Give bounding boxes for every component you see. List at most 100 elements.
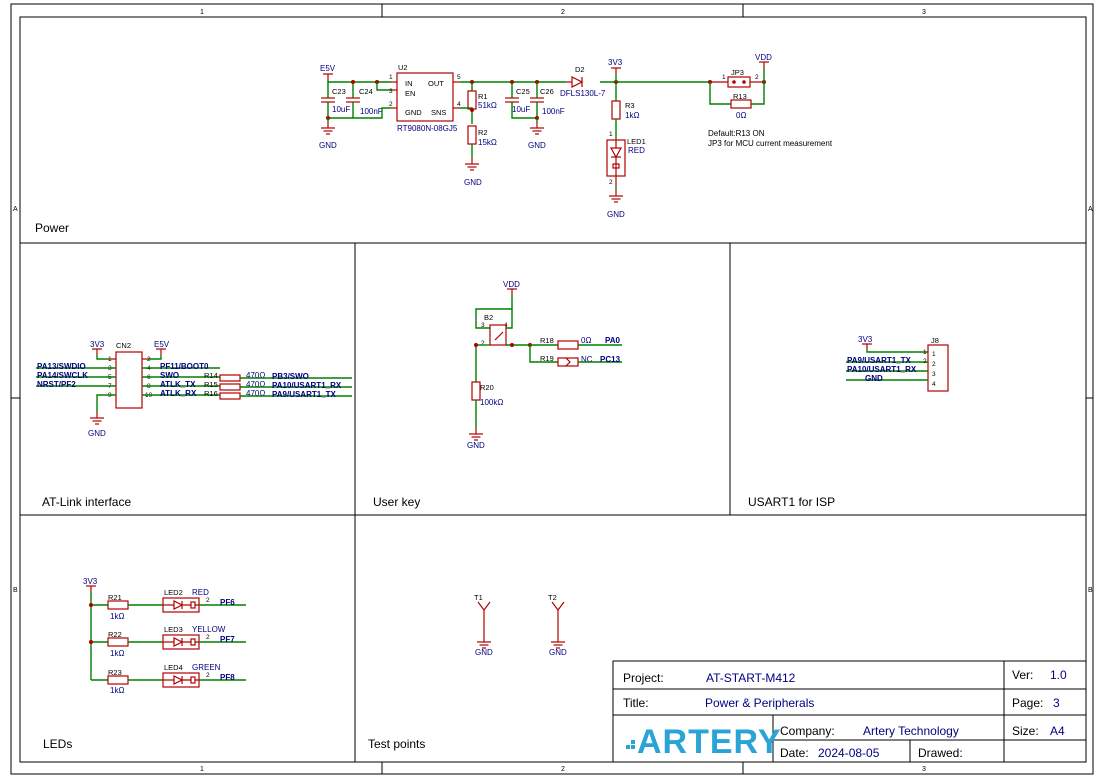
- c26-ref: C26: [540, 87, 554, 96]
- led3-ref: LED3: [164, 625, 183, 634]
- gnd-label-2: GND: [464, 178, 482, 187]
- svg-text:2: 2: [389, 101, 393, 108]
- col-label-2: 2: [561, 9, 565, 16]
- r14-ref: R14: [204, 371, 218, 380]
- r13-value: 0Ω: [736, 111, 746, 120]
- gnd-label-t1: GND: [475, 648, 493, 657]
- svg-text:2: 2: [206, 634, 210, 641]
- tb-date-label: Date:: [780, 746, 809, 760]
- atlink-net-atlk-tx: ATLK_TX: [160, 380, 196, 389]
- r22-value: 1kΩ: [110, 649, 124, 658]
- leds-net-pf8: PF8: [220, 673, 235, 682]
- led4-color: GREEN: [192, 663, 221, 672]
- r18-value: 0Ω: [581, 336, 591, 345]
- userkey-net-pc13: PC13: [600, 355, 621, 364]
- tb-project-label: Project:: [623, 671, 664, 685]
- leds-net-pf7: PF7: [220, 635, 235, 644]
- gnd-label-3: GND: [528, 141, 546, 150]
- r21-ref: R21: [108, 593, 122, 602]
- userkey-net-pa0: PA0: [605, 336, 621, 345]
- testpoints-circuit: T1 GND T2 GND: [474, 593, 567, 657]
- r1-value: 51kΩ: [478, 101, 497, 110]
- title-block: Project: AT-START-M412 Ver: 1.0 Title: P…: [612, 660, 1087, 763]
- section-dividers: [20, 242, 1086, 762]
- leds-circuit: 3V3 R21 1kΩ LED2 RED 2 PF6 R22 1kΩ LED3 …: [83, 577, 246, 695]
- gnd-label-atlink: GND: [88, 429, 106, 438]
- tb-title-value: Power & Peripherals: [705, 696, 814, 710]
- r1-ref: R1: [478, 92, 488, 101]
- d2-ref: D2: [575, 65, 585, 74]
- r23-ref: R23: [108, 668, 122, 677]
- led1-color: RED: [628, 146, 645, 155]
- usart-net-tx: PA9/USART1_TX: [847, 356, 912, 365]
- r13-ref: R13: [733, 92, 747, 101]
- r3-value: 1kΩ: [625, 111, 639, 120]
- r20-ref: R20: [480, 383, 494, 392]
- svg-text:1: 1: [389, 74, 393, 81]
- t1-ref: T1: [474, 593, 483, 602]
- atlink-net-swo: SWO: [160, 371, 179, 380]
- svg-text:4: 4: [932, 381, 936, 388]
- svg-text:3: 3: [389, 88, 393, 95]
- led3-color: YELLOW: [192, 625, 226, 634]
- j8-ref: J8: [931, 336, 939, 345]
- tb-drawed-label: Drawed:: [918, 746, 963, 760]
- leds-net-pf6: PF6: [220, 598, 235, 607]
- col-label-3-bottom: 3: [922, 766, 926, 773]
- usart-net-gnd: GND: [865, 374, 883, 383]
- row-label-a-right: A: [1088, 206, 1093, 213]
- led1-ref: LED1: [627, 137, 646, 146]
- svg-text:5: 5: [457, 74, 461, 81]
- u2-pin-out: OUT: [428, 79, 444, 88]
- tb-title-label: Title:: [623, 696, 649, 710]
- r18-ref: R18: [540, 336, 554, 345]
- r15-ref: R15: [204, 380, 218, 389]
- usart-circuit: 3V3 J8 1 2 1 2 3 4 PA9/USART1_TX PA10/US…: [846, 335, 949, 392]
- col-label-1-bottom: 1: [200, 766, 204, 773]
- vdd-label-userkey: VDD: [503, 280, 520, 289]
- led2-ref: LED2: [164, 588, 183, 597]
- atlink-out-pb3: PB3/SWO: [272, 372, 309, 381]
- tb-ver-label: Ver:: [1012, 668, 1033, 682]
- power-note-1: Default:R13 ON: [708, 129, 765, 138]
- r20-value: 100kΩ: [480, 398, 503, 407]
- power-circuit: E5V C23 10uF C24 100nF GND U2 RT9080N-08…: [319, 53, 833, 219]
- r14-value: 470Ω: [246, 371, 265, 380]
- artery-logo: ARTERY: [626, 723, 781, 761]
- svg-text:2: 2: [206, 672, 210, 679]
- svg-text:1: 1: [722, 74, 726, 81]
- c25-value: 10uF: [512, 105, 530, 114]
- gnd-label-t2: GND: [549, 648, 567, 657]
- section-title-userkey: User key: [373, 495, 420, 509]
- svg-text:2: 2: [755, 74, 759, 81]
- r16-ref: R16: [204, 389, 218, 398]
- u2-pin-sns: SNS: [431, 108, 446, 117]
- c25-ref: C25: [516, 87, 530, 96]
- atlink-net-swclk: PA14/SWCLK: [37, 371, 88, 380]
- led2-color: RED: [192, 588, 209, 597]
- sheet-frame: [10, 3, 1094, 775]
- svg-text:2: 2: [206, 597, 210, 604]
- r15-value: 470Ω: [246, 380, 265, 389]
- section-title-power: Power: [35, 221, 69, 235]
- col-label-1: 1: [200, 9, 204, 16]
- v3v3-label-power: 3V3: [608, 58, 623, 67]
- tb-date-value: 2024-08-05: [818, 746, 880, 760]
- tb-size-value: A4: [1050, 724, 1065, 738]
- atlink-out-pa9: PA9/USART1_TX: [272, 390, 337, 399]
- u2-pin-en: EN: [405, 89, 415, 98]
- r2-ref: R2: [478, 128, 488, 137]
- c24-ref: C24: [359, 87, 373, 96]
- b2-ref: B2: [484, 313, 493, 322]
- r2-value: 15kΩ: [478, 138, 497, 147]
- svg-text:3: 3: [481, 322, 485, 329]
- row-label-a: A: [13, 206, 18, 213]
- r19-value: NC: [581, 355, 593, 364]
- r23-value: 1kΩ: [110, 686, 124, 695]
- gnd-label-4: GND: [607, 210, 625, 219]
- tb-project-value: AT-START-M412: [706, 671, 796, 685]
- v3v3-label-usart: 3V3: [858, 335, 873, 344]
- tb-ver-value: 1.0: [1050, 668, 1067, 682]
